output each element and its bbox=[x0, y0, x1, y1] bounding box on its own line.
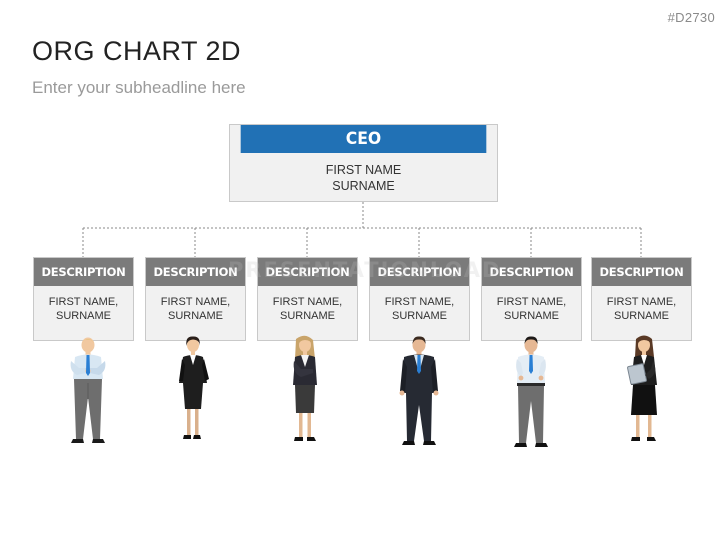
member-surname: SURNAME bbox=[503, 310, 559, 322]
member-first-name: FIRST NAME, bbox=[48, 296, 119, 308]
member-box[interactable]: DESCRIPTION FIRST NAME, SURNAME bbox=[33, 257, 134, 341]
member-card-1: DESCRIPTION FIRST NAME, SURNAME bbox=[33, 257, 134, 443]
ceo-box[interactable]: CEO FIRST NAME SURNAME bbox=[229, 124, 498, 202]
member-title: DESCRIPTION bbox=[370, 258, 469, 286]
member-name: FIRST NAME, SURNAME bbox=[34, 295, 133, 323]
member-name: FIRST NAME, SURNAME bbox=[146, 295, 245, 323]
member-card-5: DESCRIPTION FIRST NAME, SURNAME bbox=[481, 257, 582, 447]
member-first-name: FIRST NAME, bbox=[606, 296, 677, 308]
member-name: FIRST NAME, SURNAME bbox=[370, 295, 469, 323]
member-title: DESCRIPTION bbox=[258, 258, 357, 286]
woman-suit-icon bbox=[179, 336, 209, 439]
member-surname: SURNAME bbox=[391, 310, 447, 322]
member-box[interactable]: DESCRIPTION FIRST NAME, SURNAME bbox=[369, 257, 470, 341]
member-first-name: FIRST NAME, bbox=[272, 296, 343, 308]
ceo-surname: SURNAME bbox=[332, 179, 395, 193]
man-dark-suit-icon bbox=[399, 336, 439, 445]
man-shirt-tie-icon bbox=[514, 336, 548, 447]
ceo-name: FIRST NAME SURNAME bbox=[230, 162, 497, 194]
member-surname: SURNAME bbox=[279, 310, 335, 322]
member-box[interactable]: DESCRIPTION FIRST NAME, SURNAME bbox=[257, 257, 358, 341]
member-surname: SURNAME bbox=[55, 310, 111, 322]
member-first-name: FIRST NAME, bbox=[496, 296, 567, 308]
man-blue-tie-icon bbox=[70, 337, 106, 443]
member-box[interactable]: DESCRIPTION FIRST NAME, SURNAME bbox=[481, 257, 582, 341]
member-name: FIRST NAME, SURNAME bbox=[592, 295, 691, 323]
member-title: DESCRIPTION bbox=[482, 258, 581, 286]
ceo-title: CEO bbox=[240, 125, 487, 153]
member-surname: SURNAME bbox=[613, 310, 669, 322]
slide-title: ORG CHART 2D bbox=[32, 36, 242, 66]
member-card-6: DESCRIPTION FIRST NAME, SURNAME bbox=[591, 257, 692, 441]
member-first-name: FIRST NAME, bbox=[384, 296, 455, 308]
member-card-4: DESCRIPTION FIRST NAME, SURNAME bbox=[369, 257, 470, 445]
ceo-first-name: FIRST NAME bbox=[325, 163, 402, 177]
member-box[interactable]: DESCRIPTION FIRST NAME, SURNAME bbox=[145, 257, 246, 341]
woman-blazer-icon bbox=[293, 335, 317, 441]
member-title: DESCRIPTION bbox=[34, 258, 133, 286]
slide-subtitle: Enter your subheadline here bbox=[32, 78, 246, 97]
member-card-2: DESCRIPTION FIRST NAME, SURNAME bbox=[145, 257, 246, 439]
member-title: DESCRIPTION bbox=[592, 258, 691, 286]
member-first-name: FIRST NAME, bbox=[160, 296, 231, 308]
member-surname: SURNAME bbox=[167, 310, 223, 322]
member-name: FIRST NAME, SURNAME bbox=[258, 295, 357, 323]
member-name: FIRST NAME, SURNAME bbox=[482, 295, 581, 323]
member-box[interactable]: DESCRIPTION FIRST NAME, SURNAME bbox=[591, 257, 692, 341]
member-title: DESCRIPTION bbox=[146, 258, 245, 286]
member-card-3: DESCRIPTION FIRST NAME, SURNAME bbox=[257, 257, 358, 441]
slide-code: #D2730 bbox=[667, 10, 715, 25]
woman-tablet-icon bbox=[627, 335, 657, 441]
